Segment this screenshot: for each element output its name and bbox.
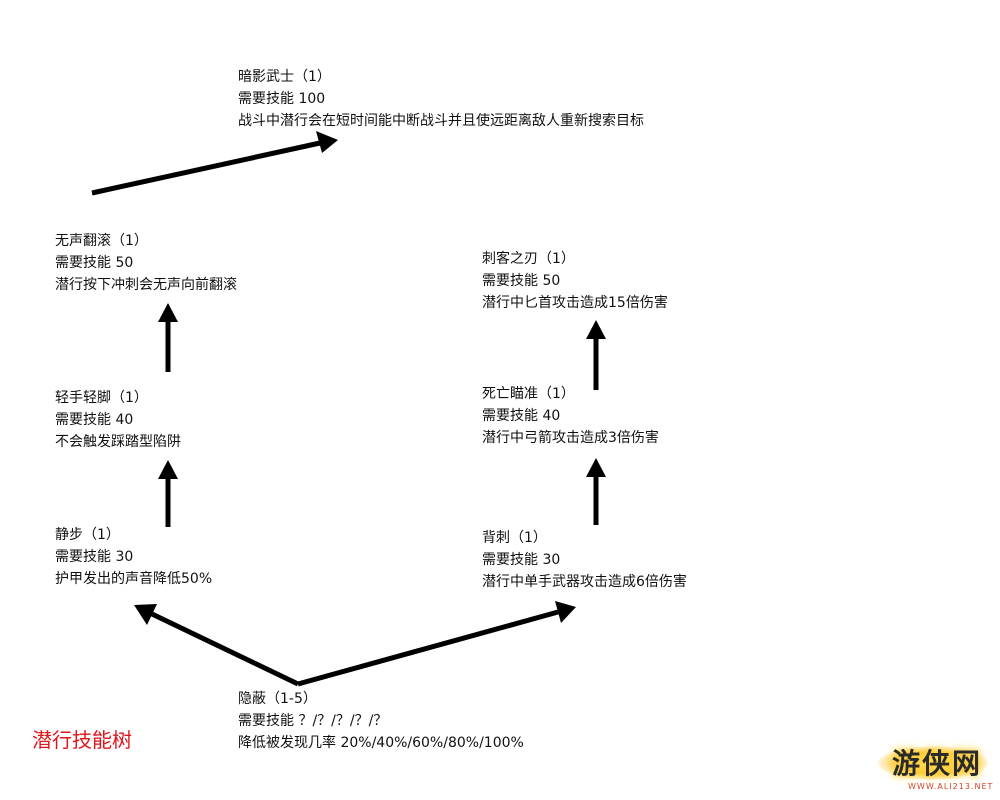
logo-glow xyxy=(878,746,988,780)
skill-requirement: 需要技能 40 xyxy=(482,408,561,424)
site-logo: 游侠网 WWW.ALI213.NET xyxy=(878,736,993,796)
arrowhead-light-foot xyxy=(158,460,178,479)
skill-name: 背刺（1） xyxy=(482,530,547,546)
skill-name: 暗影武士（1） xyxy=(238,69,331,85)
arrowhead-silent-roll xyxy=(158,303,178,322)
skill-requirement: 需要技能 50 xyxy=(55,255,134,271)
skill-description: 护甲发出的声音降低50% xyxy=(55,571,213,587)
skill-node-muffled-movement: 静步（1） 需要技能 30 护甲发出的声音降低50% xyxy=(55,524,212,590)
skill-node-shadow-warrior: 暗影武士（1） 需要技能 100 战斗中潜行会在短时间能中断战斗并且使远距离敌人… xyxy=(238,66,644,132)
skill-tree-title: 潜行技能树 xyxy=(32,728,132,752)
skill-description: 不会触发踩踏型陷阱 xyxy=(55,434,181,450)
skill-node-stealth: 隐蔽（1-5） 需要技能 ？/？/？/？/？ 降低被发现几率 20%/40%/6… xyxy=(238,688,524,754)
arrowhead-backstab xyxy=(555,601,576,623)
skill-description: 潜行中弓箭攻击造成3倍伤害 xyxy=(482,430,659,446)
arrowhead-muffled xyxy=(134,604,157,625)
skill-name: 死亡瞄准（1） xyxy=(482,386,575,402)
skill-requirement: 需要技能 30 xyxy=(482,552,561,568)
skill-requirement: 需要技能 100 xyxy=(238,91,326,107)
skill-description: 潜行中单手武器攻击造成6倍伤害 xyxy=(482,574,687,590)
skill-name: 轻手轻脚（1） xyxy=(55,390,148,406)
skill-name: 隐蔽（1-5） xyxy=(238,691,317,707)
arrowhead-deadly-aim xyxy=(586,458,606,477)
arrowhead-assassins-blade xyxy=(586,320,606,339)
skill-description: 降低被发现几率 20%/40%/60%/80%/100% xyxy=(238,735,524,751)
skill-name: 刺客之刃（1） xyxy=(482,251,575,267)
skill-node-assassins-blade: 刺客之刃（1） 需要技能 50 潜行中匕首攻击造成15倍伤害 xyxy=(482,248,668,314)
skill-node-deadly-aim: 死亡瞄准（1） 需要技能 40 潜行中弓箭攻击造成3倍伤害 xyxy=(482,383,659,449)
skill-name: 静步（1） xyxy=(55,527,120,543)
skill-name: 无声翻滚（1） xyxy=(55,233,148,249)
skill-requirement: 需要技能 ？/？/？/？/？ xyxy=(238,713,388,729)
skill-node-light-foot: 轻手轻脚（1） 需要技能 40 不会触发踩踏型陷阱 xyxy=(55,387,181,453)
logo-text: 游侠网 xyxy=(892,747,983,780)
skill-node-silent-roll: 无声翻滚（1） 需要技能 50 潜行按下冲刺会无声向前翻滚 xyxy=(55,230,237,296)
skill-requirement: 需要技能 50 xyxy=(482,273,561,289)
skill-description: 潜行中匕首攻击造成15倍伤害 xyxy=(482,295,668,311)
logo-url: WWW.ALI213.NET xyxy=(908,782,994,791)
skill-description: 战斗中潜行会在短时间能中断战斗并且使远距离敌人重新搜索目标 xyxy=(238,113,644,129)
skill-requirement: 需要技能 40 xyxy=(55,412,134,428)
skill-node-backstab: 背刺（1） 需要技能 30 潜行中单手武器攻击造成6倍伤害 xyxy=(482,527,687,593)
arrow-stealth-to-backstab xyxy=(297,609,559,687)
skill-description: 潜行按下冲刺会无声向前翻滚 xyxy=(55,277,237,293)
arrow-silent-roll-to-shadow-warrior xyxy=(91,140,321,196)
skill-requirement: 需要技能 30 xyxy=(55,549,134,565)
arrowhead-shadow-warrior xyxy=(316,131,338,153)
arrow-stealth-to-muffled xyxy=(150,611,300,687)
